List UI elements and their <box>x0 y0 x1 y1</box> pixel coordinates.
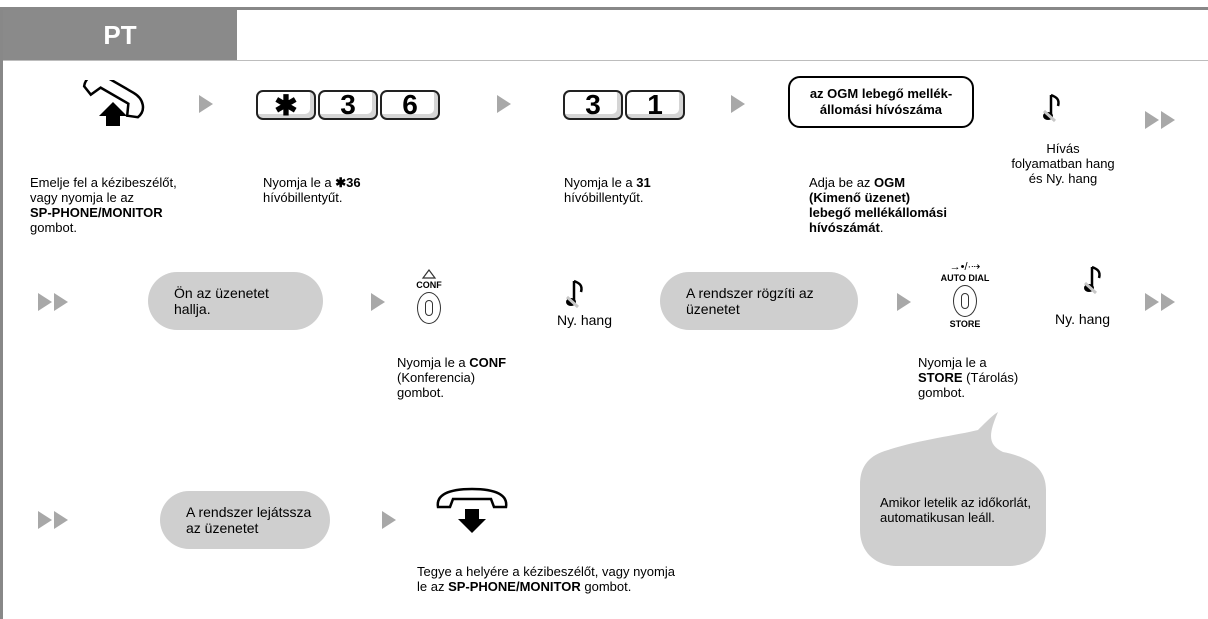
tone-text: Hívás folyamatban hang és Ny. hang <box>1011 141 1115 186</box>
key-3: 3 <box>318 89 378 120</box>
flow-arrow <box>497 95 511 113</box>
tone-label: Ny. hang <box>557 312 612 328</box>
store-button: →•/·⇢ AUTO DIAL STORE <box>937 261 993 330</box>
flow-arrow <box>371 293 385 311</box>
step-1-text: Emelje fel a kézibeszélőt, vagy nyomja l… <box>30 175 177 235</box>
dial-keys-31: 3 1 <box>563 89 685 120</box>
tone-label: Ny. hang <box>1055 311 1110 327</box>
store-label: STORE <box>949 319 981 329</box>
music-note-icon <box>1084 265 1101 295</box>
key-1: 1 <box>625 89 685 120</box>
flow-double-arrow <box>38 511 68 529</box>
hangup-text: Tegye a helyére a kézibeszélőt, vagy nyo… <box>417 564 675 594</box>
frame-top-border <box>0 7 1208 10</box>
ogm-number-box: az OGM lebegő mellék-állomási hívószáma <box>788 76 974 128</box>
conf-step-text: Nyomja le a CONF (Konferencia) gombot. <box>397 355 507 400</box>
step-3-text: Nyomja le a 31 hívóbillentyűt. <box>564 175 651 205</box>
flow-arrow <box>382 511 396 529</box>
conference-icon <box>421 269 437 279</box>
flow-arrow <box>199 95 213 113</box>
callout-text: Amikor letelik az időkorlát, automatikus… <box>880 495 1031 525</box>
step-4-text: Adja be az OGM (Kimenő üzenet) lebegő me… <box>809 175 948 235</box>
auto-dial-arrows-icon: →•/·⇢ <box>949 261 981 273</box>
button-circle-icon <box>953 285 977 317</box>
key-3: 3 <box>563 89 623 120</box>
conf-label: CONF <box>416 280 442 290</box>
header-divider <box>3 60 1208 61</box>
flow-arrow <box>897 293 911 311</box>
on-hook-handset-icon <box>436 487 508 533</box>
key-6: 6 <box>380 89 440 120</box>
music-note-icon <box>566 279 583 309</box>
callout-bubble <box>860 412 1046 566</box>
key-star: ✱ <box>256 90 316 121</box>
auto-dial-label: AUTO DIAL <box>940 273 990 283</box>
ogm-box-line-1: az OGM lebegő mellék- <box>809 86 953 101</box>
frame-left-border <box>0 7 3 619</box>
flow-double-arrow <box>1145 293 1175 311</box>
flow-double-arrow <box>38 293 68 311</box>
store-step-text: Nyomja le a STORE (Tárolás) gombot. <box>918 355 1019 400</box>
page-title: PT <box>3 10 237 60</box>
dial-keys-star-36: ✱ 3 6 <box>256 89 440 121</box>
off-hook-handset-icon <box>82 80 145 126</box>
music-note-icon <box>1043 93 1060 123</box>
button-circle-icon <box>417 292 441 324</box>
conf-button: CONF <box>414 268 444 324</box>
flow-double-arrow <box>1145 111 1175 129</box>
step-2-text: Nyomja le a ✱36 hívóbillentyűt. <box>263 175 361 205</box>
flow-arrow <box>731 95 745 113</box>
ogm-box-line-2: állomási hívószáma <box>819 102 943 117</box>
